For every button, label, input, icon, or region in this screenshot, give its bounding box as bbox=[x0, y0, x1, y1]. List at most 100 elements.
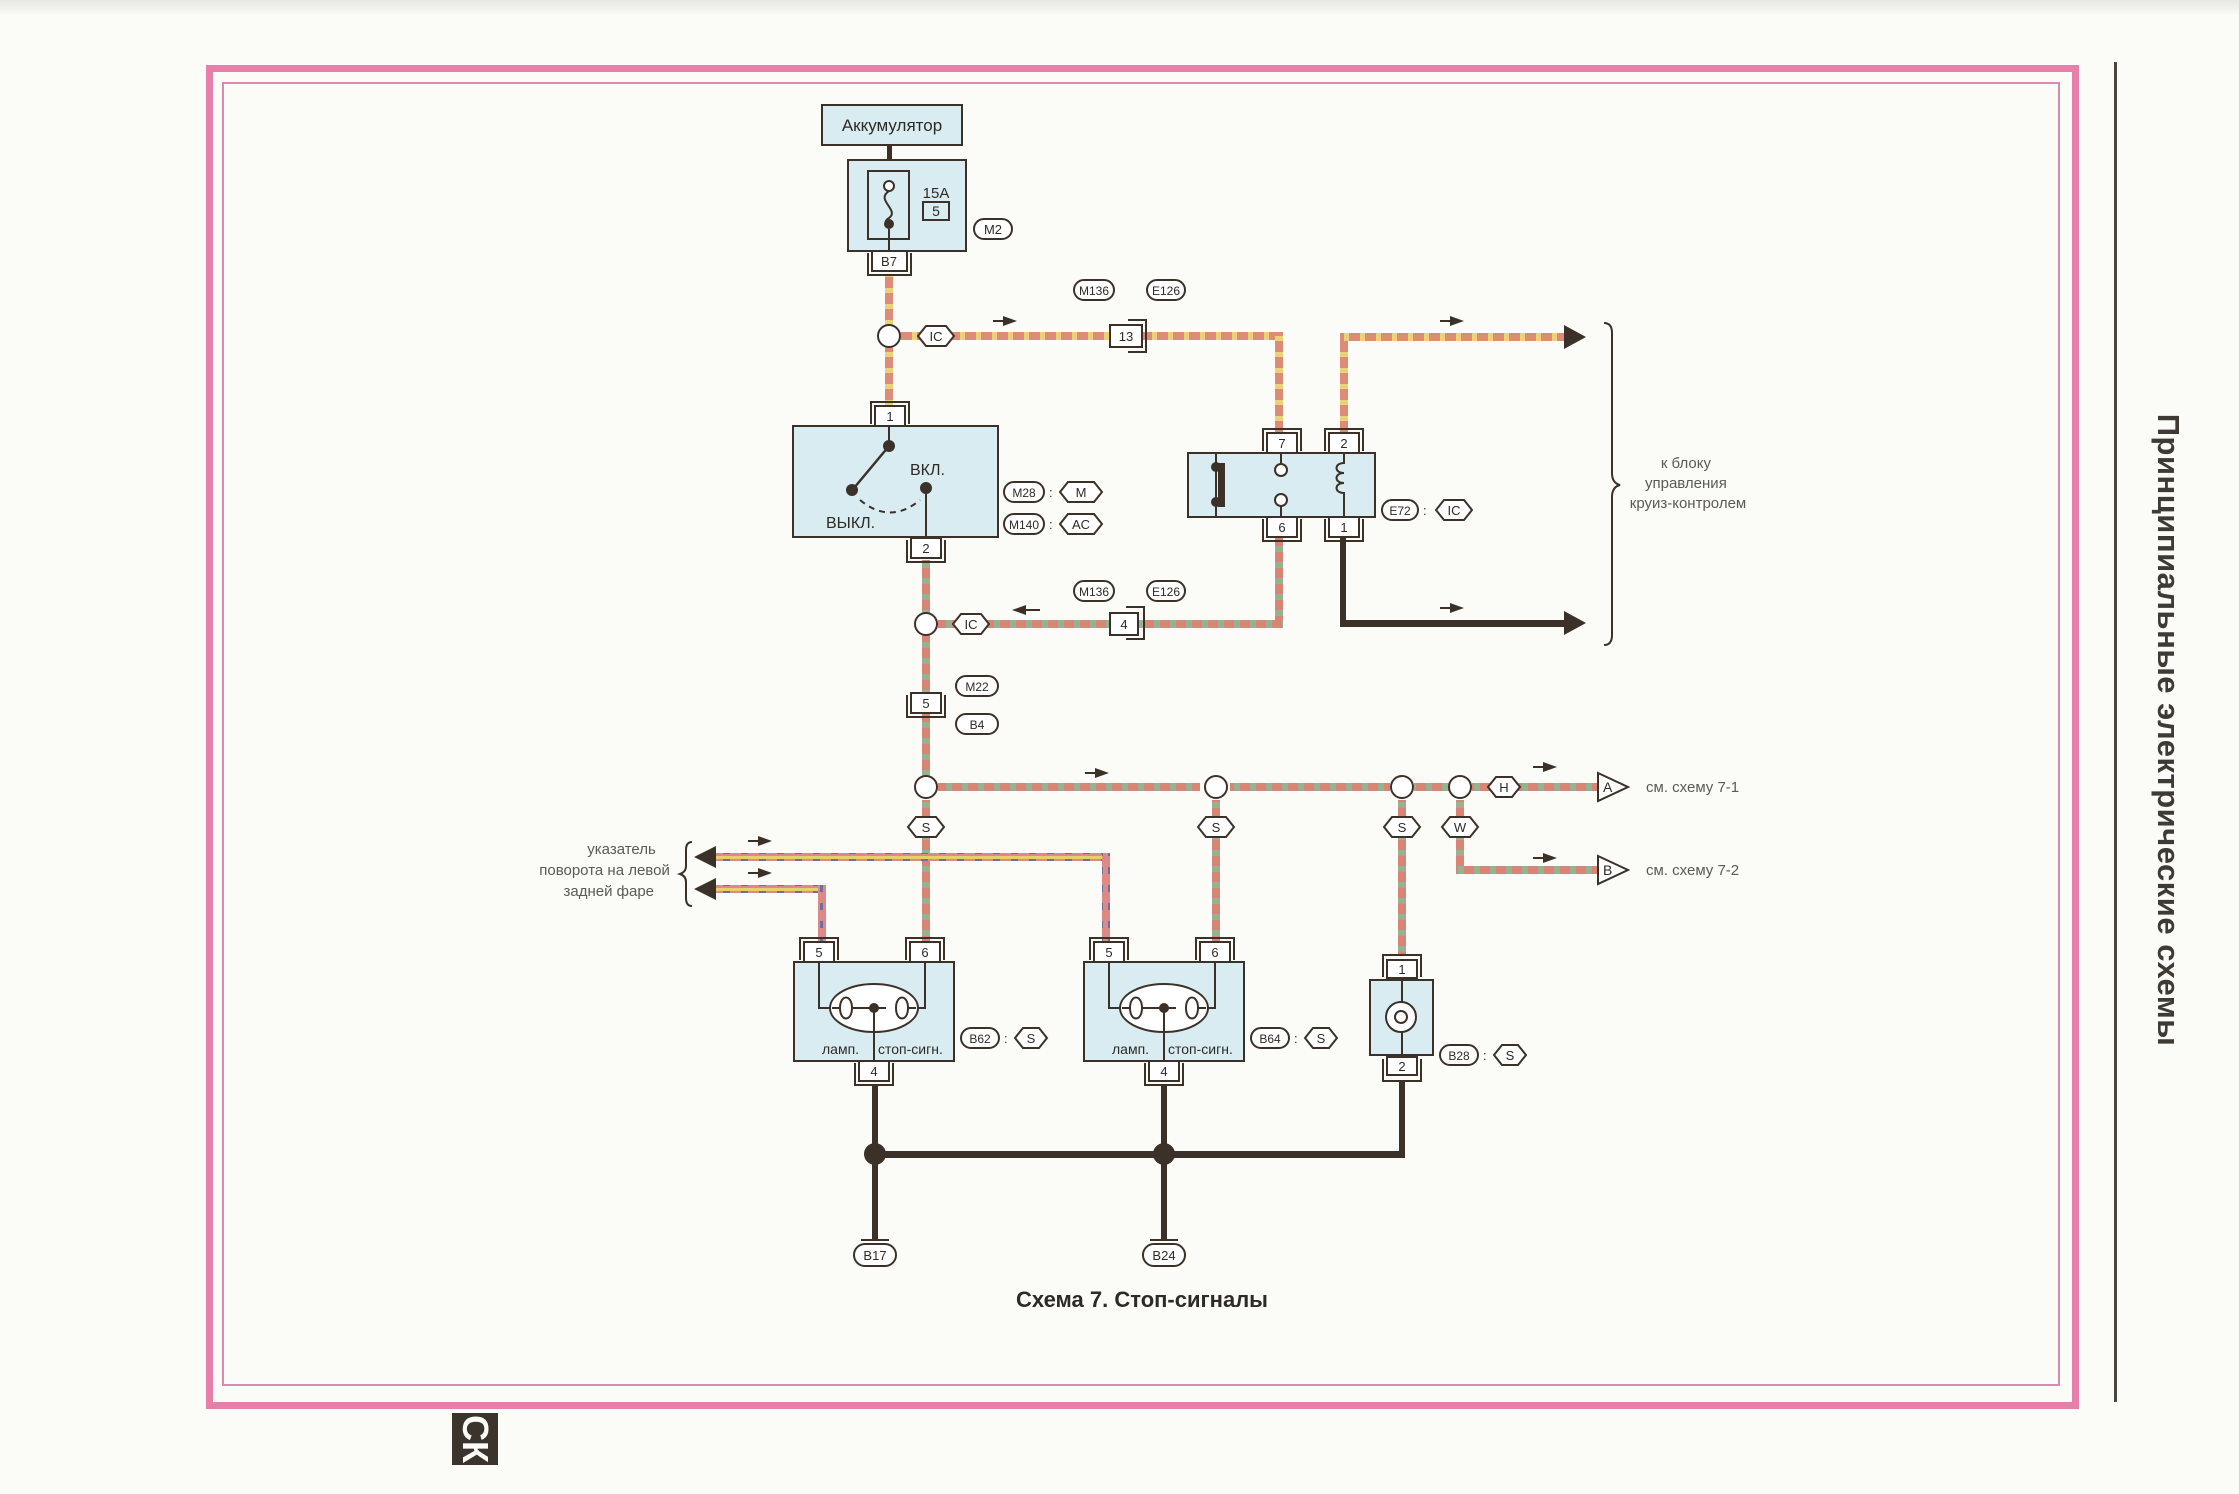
connector-code-m140: M140 bbox=[1009, 518, 1039, 532]
lamp-pin-5: 5 bbox=[1105, 945, 1112, 960]
turn-label-line: поворота на левой bbox=[539, 862, 670, 879]
relay-pin-7: 7 bbox=[1278, 436, 1285, 451]
wire-cruise-top bbox=[1340, 333, 1566, 341]
harness-tag-ac: AC bbox=[1072, 517, 1090, 532]
inline-connector: 5 M22 B4 bbox=[906, 675, 999, 735]
lamp-pin-6: 6 bbox=[921, 945, 928, 960]
arrow-right-icon bbox=[993, 316, 1017, 326]
wire-turn-lower-drop bbox=[818, 885, 826, 942]
cruise-label: к блоку управления круиз-контролем bbox=[1630, 455, 1746, 512]
fuse-rating: 15A bbox=[923, 185, 950, 202]
arrow-right-icon bbox=[1440, 316, 1464, 326]
harness-tag-ic: IC bbox=[1448, 503, 1461, 518]
colon: : bbox=[1004, 1031, 1008, 1046]
page-frame-outer bbox=[206, 65, 2079, 1409]
connector-code-e126: E126 bbox=[1152, 284, 1180, 298]
switch-on-label: ВКЛ. bbox=[910, 462, 945, 479]
connector-pin-4: 4 bbox=[1120, 617, 1127, 632]
wire-bus-4 bbox=[1472, 783, 1600, 791]
relay-pin-2: 2 bbox=[1340, 436, 1347, 451]
wire-drop-b62 bbox=[922, 800, 930, 942]
turn-label-line: задней фаре bbox=[563, 883, 654, 900]
harness-tag-w: W bbox=[1454, 820, 1467, 835]
harness-tag-s: S bbox=[1212, 820, 1221, 835]
cruise-label-line: круиз-контролем bbox=[1630, 495, 1746, 512]
colon: : bbox=[1423, 503, 1427, 518]
publisher-logo: СК bbox=[452, 1413, 498, 1465]
connector-code-m136: M136 bbox=[1079, 284, 1109, 298]
wire-drop-b64 bbox=[1212, 800, 1220, 942]
connector-code-e72: E72 bbox=[1389, 504, 1411, 518]
harness-tag-s: S bbox=[1506, 1048, 1515, 1063]
wire-relay-2-up bbox=[1340, 333, 1348, 434]
ref-b-letter: B bbox=[1603, 862, 1612, 878]
wire-gnd-b28 bbox=[1399, 1082, 1405, 1158]
ref-a-text: см. схему 7-1 bbox=[1646, 779, 1739, 796]
ref-b: B см. схему 7-2 bbox=[1597, 854, 1739, 886]
ground-label-b17: B17 bbox=[863, 1248, 886, 1263]
wire-turn-lower bbox=[712, 885, 826, 893]
wire-bus-3 bbox=[1414, 783, 1450, 791]
lamp-label: стоп-сигн. bbox=[1168, 1041, 1233, 1057]
harness-tag-s: S bbox=[1398, 820, 1407, 835]
wire-battery-fuse bbox=[887, 145, 892, 162]
wire-turn-upper bbox=[712, 853, 1110, 861]
lamp-pin-4: 4 bbox=[1160, 1064, 1167, 1079]
wire-turn-upper-drop bbox=[1102, 853, 1110, 942]
arrow-right-icon bbox=[748, 868, 772, 878]
wire-relay-1-down bbox=[1340, 530, 1346, 626]
wire-to-relay-7 bbox=[1275, 332, 1283, 434]
arrow-left-icon bbox=[1012, 605, 1040, 615]
junction-top: IC M136 E126 13 bbox=[877, 279, 1186, 353]
battery: Аккумулятор bbox=[821, 104, 963, 146]
connector-code-b4: B4 bbox=[970, 718, 985, 732]
ref-a: A см. схему 7-1 bbox=[1597, 771, 1739, 803]
lamp-b64: 5 6 ламп. стоп-сигн. 4 B64 : S bbox=[1083, 937, 1339, 1086]
side-rule bbox=[2114, 62, 2117, 1402]
harness-tag-ic: IC bbox=[965, 617, 978, 632]
b28-pin-1: 1 bbox=[1398, 962, 1405, 977]
harness-tag-s: S bbox=[922, 820, 931, 835]
colon: : bbox=[1294, 1031, 1298, 1046]
cruise-label-line: к блоку bbox=[1661, 455, 1712, 472]
connector-code-m28: M28 bbox=[1012, 486, 1036, 500]
brake-switch: 1 ВКЛ. ВЫКЛ. 2 M28 : M M140 : AC bbox=[792, 401, 1104, 563]
wire-bus-2 bbox=[1230, 783, 1390, 791]
wire-ic-top bbox=[900, 332, 1282, 340]
cruise-label-line: управления bbox=[1645, 475, 1727, 492]
arrowhead-turn-lower bbox=[694, 878, 716, 900]
colon: : bbox=[1483, 1048, 1487, 1063]
connector-pin-5: 5 bbox=[922, 696, 929, 711]
page-frame-inner bbox=[222, 82, 2060, 1386]
relay-pin-1: 1 bbox=[1340, 520, 1347, 535]
turn-label-line: указатель bbox=[587, 841, 656, 858]
arrow-right-icon bbox=[1533, 762, 1557, 772]
arrow-right-icon bbox=[1085, 768, 1109, 778]
lamp-pin-4: 4 bbox=[870, 1064, 877, 1079]
harness-tag-s: S bbox=[1027, 1031, 1036, 1046]
wire-cruise-bottom bbox=[1340, 620, 1566, 627]
lamp-label: стоп-сигн. bbox=[878, 1041, 943, 1057]
connector-code-m22: M22 bbox=[965, 680, 989, 694]
connector-pin-13: 13 bbox=[1119, 329, 1133, 344]
b28-pin-2: 2 bbox=[1398, 1059, 1405, 1074]
lamp-connector-code: B64 bbox=[1259, 1032, 1281, 1046]
lamp-label: ламп. bbox=[822, 1041, 859, 1057]
bulb-icon bbox=[1385, 1001, 1417, 1033]
wire-gnd-bus bbox=[872, 1151, 1405, 1158]
switch-pin-2: 2 bbox=[922, 541, 929, 556]
scan-edge bbox=[0, 0, 2239, 14]
battery-label: Аккумулятор bbox=[842, 116, 942, 135]
harness-tag-m: M bbox=[1076, 485, 1087, 500]
harness-tag-ic bbox=[916, 325, 956, 347]
coil-icon bbox=[1335, 453, 1345, 527]
bus-junctions: H S S S W bbox=[906, 775, 1522, 838]
harness-tag-h: H bbox=[1499, 780, 1508, 795]
fuse-number: 5 bbox=[932, 203, 940, 219]
arrowhead-cruise-bottom bbox=[1564, 611, 1586, 635]
arrow-right-icon bbox=[748, 836, 772, 846]
lamp-pin-5: 5 bbox=[815, 945, 822, 960]
brace-cruise bbox=[1603, 322, 1621, 646]
colon: : bbox=[1049, 485, 1053, 500]
